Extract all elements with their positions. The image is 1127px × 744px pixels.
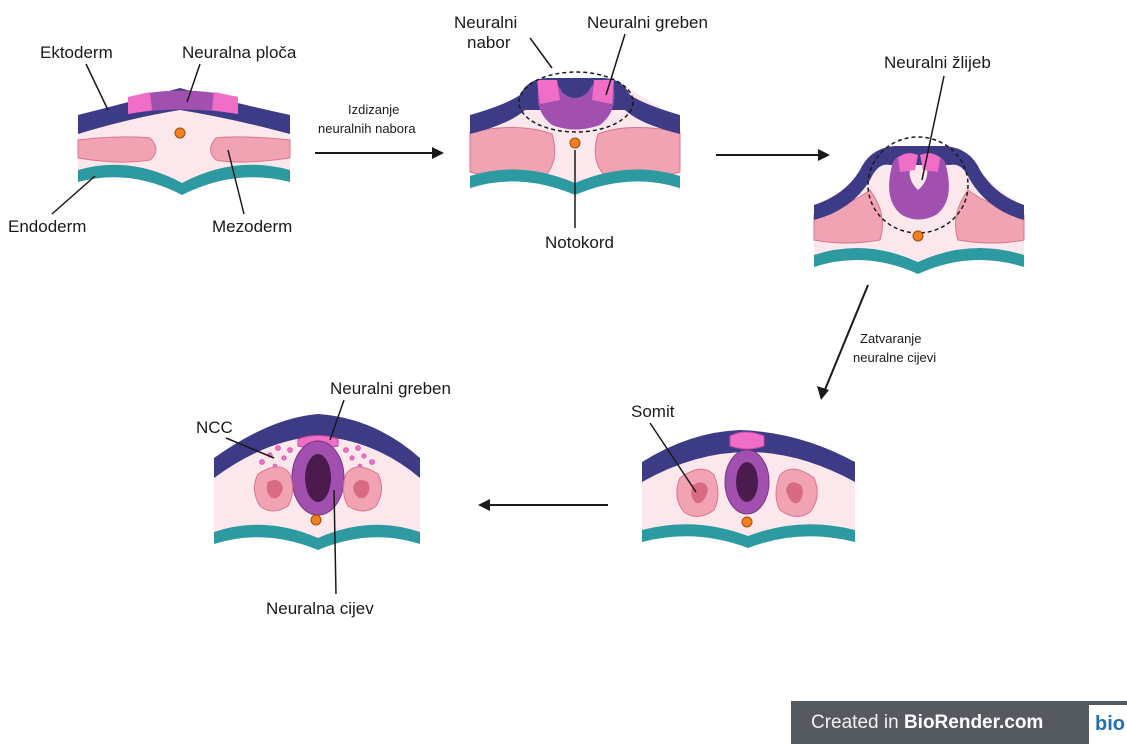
- step-label-neuralne-cijevi: neuralne cijevi: [853, 350, 936, 365]
- biorender-badge[interactable]: Created in BioRender.com bio: [791, 701, 1127, 744]
- stage-neural-tube: [214, 414, 420, 550]
- step-label-izdizanje: Izdizanje: [348, 102, 399, 117]
- notochord: [913, 231, 923, 241]
- stage-tube-closure: [642, 430, 855, 548]
- badge-text: Created in BioRender.com: [791, 712, 1043, 734]
- leader-ektoderm: [86, 64, 108, 110]
- neural-tube-lumen: [736, 462, 758, 502]
- step-label-neuralnih-nabora: neuralnih nabora: [318, 121, 416, 136]
- stage-neural-plate: [78, 88, 290, 195]
- arrow-3-head-icon: [817, 386, 829, 400]
- label-neuralni-greben-top: Neuralni greben: [587, 13, 708, 32]
- ncc-cell: [350, 456, 354, 460]
- label-neuralni-greben-bottom: Neuralni greben: [330, 379, 451, 398]
- label-neuralni-zlijeb: Neuralni žlijeb: [884, 53, 991, 72]
- neural-crest-right: [592, 80, 614, 104]
- label-neuralna-ploca: Neuralna ploča: [182, 43, 297, 62]
- label-mezoderm: Mezoderm: [212, 217, 292, 236]
- ncc-cell: [370, 460, 375, 465]
- ncc-cell: [282, 456, 286, 460]
- label-somit: Somit: [631, 402, 675, 421]
- ncc-cell: [260, 460, 265, 465]
- arrow-2-head-icon: [818, 149, 830, 161]
- ncc-cell: [344, 448, 349, 453]
- badge-prefix: Created in: [811, 712, 904, 733]
- neural-crest-left: [537, 80, 560, 104]
- mesoderm-right: [211, 137, 291, 162]
- ncc-cell: [288, 448, 293, 453]
- notochord: [570, 138, 580, 148]
- notochord: [742, 517, 752, 527]
- label-ncc: NCC: [196, 418, 233, 437]
- badge-brand: BioRender.com: [904, 712, 1043, 733]
- leader-neuralni-nabor: [530, 38, 552, 68]
- mesoderm-left: [78, 137, 156, 162]
- ncc-cell: [362, 454, 366, 458]
- label-neuralna-cijev: Neuralna cijev: [266, 599, 374, 618]
- label-endoderm: Endoderm: [8, 217, 86, 236]
- label-neuralni-nabor-line1: Neuralni: [454, 13, 517, 32]
- neural-crest: [730, 432, 764, 449]
- arrow-4-head-icon: [478, 499, 490, 511]
- step-label-zatvaranje: Zatvaranje: [860, 331, 921, 346]
- notochord: [311, 515, 321, 525]
- label-notokord: Notokord: [545, 233, 614, 252]
- ncc-cell: [276, 446, 281, 451]
- label-neuralni-nabor-line2: nabor: [467, 33, 511, 52]
- label-ektoderm: Ektoderm: [40, 43, 113, 62]
- neural-crest-left: [898, 153, 918, 172]
- leader-endoderm: [52, 176, 95, 214]
- biorender-logo: bio: [1089, 705, 1127, 744]
- arrow-1-head-icon: [432, 147, 444, 159]
- ncc-cell: [356, 446, 361, 451]
- stage-neural-groove: [814, 137, 1024, 274]
- neural-crest-right: [920, 153, 940, 172]
- neural-tube-lumen: [305, 454, 331, 502]
- notochord: [175, 128, 185, 138]
